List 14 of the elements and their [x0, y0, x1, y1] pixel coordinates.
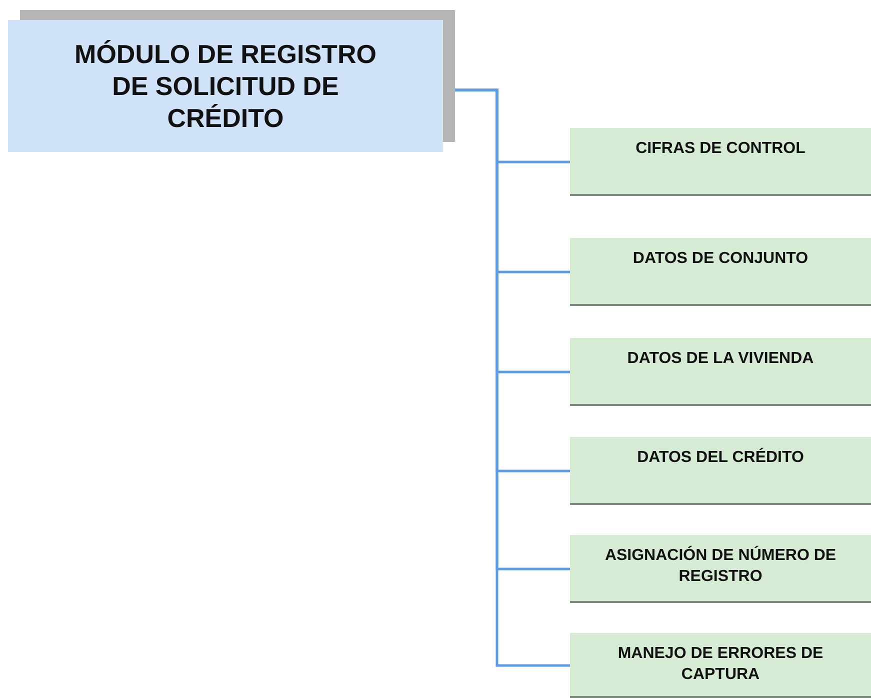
submodule-box [570, 238, 871, 306]
box-label: DATOS DEL CRÉDITO [637, 447, 804, 468]
submodule-box [570, 535, 871, 603]
submodule-box [570, 437, 871, 505]
box-label: CIFRAS DE CONTROL [636, 139, 806, 159]
box-label: ASIGNACIÓN DE NÚMERO DE REGISTRO [604, 545, 838, 587]
module-box [8, 20, 443, 152]
box-label: MÓDULO DE REGISTRO DE SOLICITUD DE CRÉDITO [74, 38, 378, 134]
box-label: DATOS DE LA VIVIENDA [627, 349, 814, 369]
box-label: DATOS DE CONJUNTO [632, 249, 808, 269]
submodule-box [570, 128, 871, 196]
submodule-box [570, 338, 871, 406]
submodule-box [570, 633, 871, 698]
box-label: MANEJO DE ERRORES DE CAPTURA [616, 644, 824, 685]
